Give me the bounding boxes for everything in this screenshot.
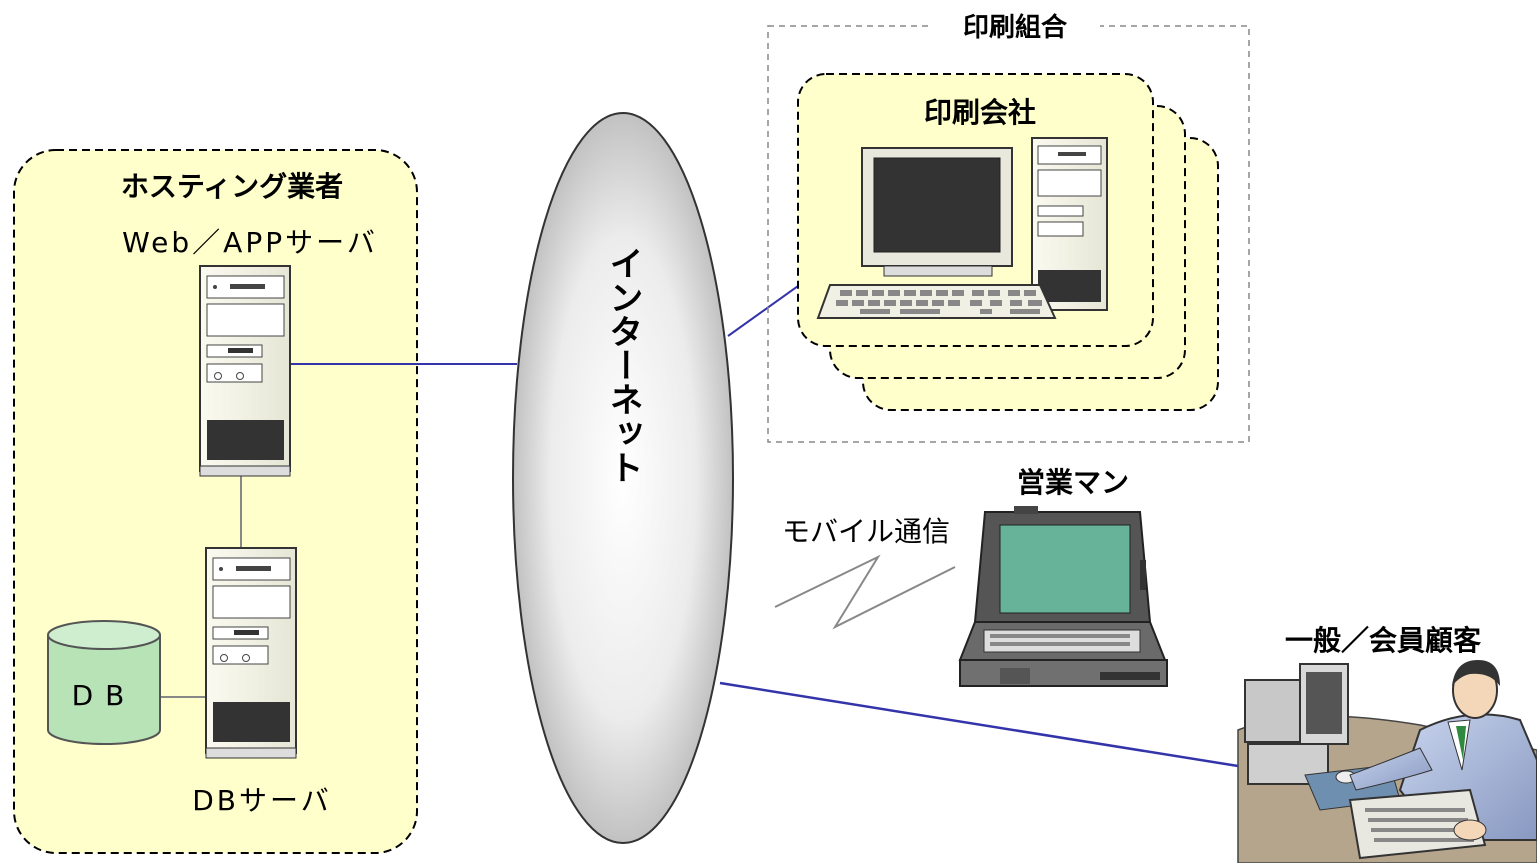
web-server-label: Web／APPサーバ	[122, 226, 378, 259]
mobile-comm-label: モバイル通信	[782, 515, 950, 548]
person-at-computer-icon	[1237, 660, 1537, 863]
mobile-signal-zigzag	[774, 554, 956, 630]
db-label: DB	[72, 679, 137, 712]
mobile-section: モバイル通信 営業マン	[782, 466, 1129, 548]
internet-label: インターネット	[603, 246, 643, 484]
connection-lines	[160, 235, 1239, 768]
desktop-computer-icon	[816, 137, 1108, 319]
print-union-zone: 印刷組合	[767, 12, 1250, 443]
hosting-title: ホスティング業者	[121, 170, 343, 203]
sales-person-label: 営業マン	[1017, 466, 1129, 499]
print-union-title: 印刷組合	[963, 12, 1068, 43]
laptop-icon	[958, 506, 1168, 687]
customer-section: 一般／会員顧客	[1285, 624, 1482, 657]
db-server-label: DBサーバ	[192, 784, 332, 817]
database-icon: DB	[47, 620, 161, 745]
db-server-tower-icon	[205, 547, 297, 759]
internet-cloud-icon: インターネット	[512, 112, 734, 844]
customer-label: 一般／会員顧客	[1285, 624, 1482, 657]
print-company-label: 印刷会社	[924, 96, 1036, 129]
link-internet-to-customer	[719, 681, 1239, 768]
web-server-tower-icon	[199, 265, 291, 477]
